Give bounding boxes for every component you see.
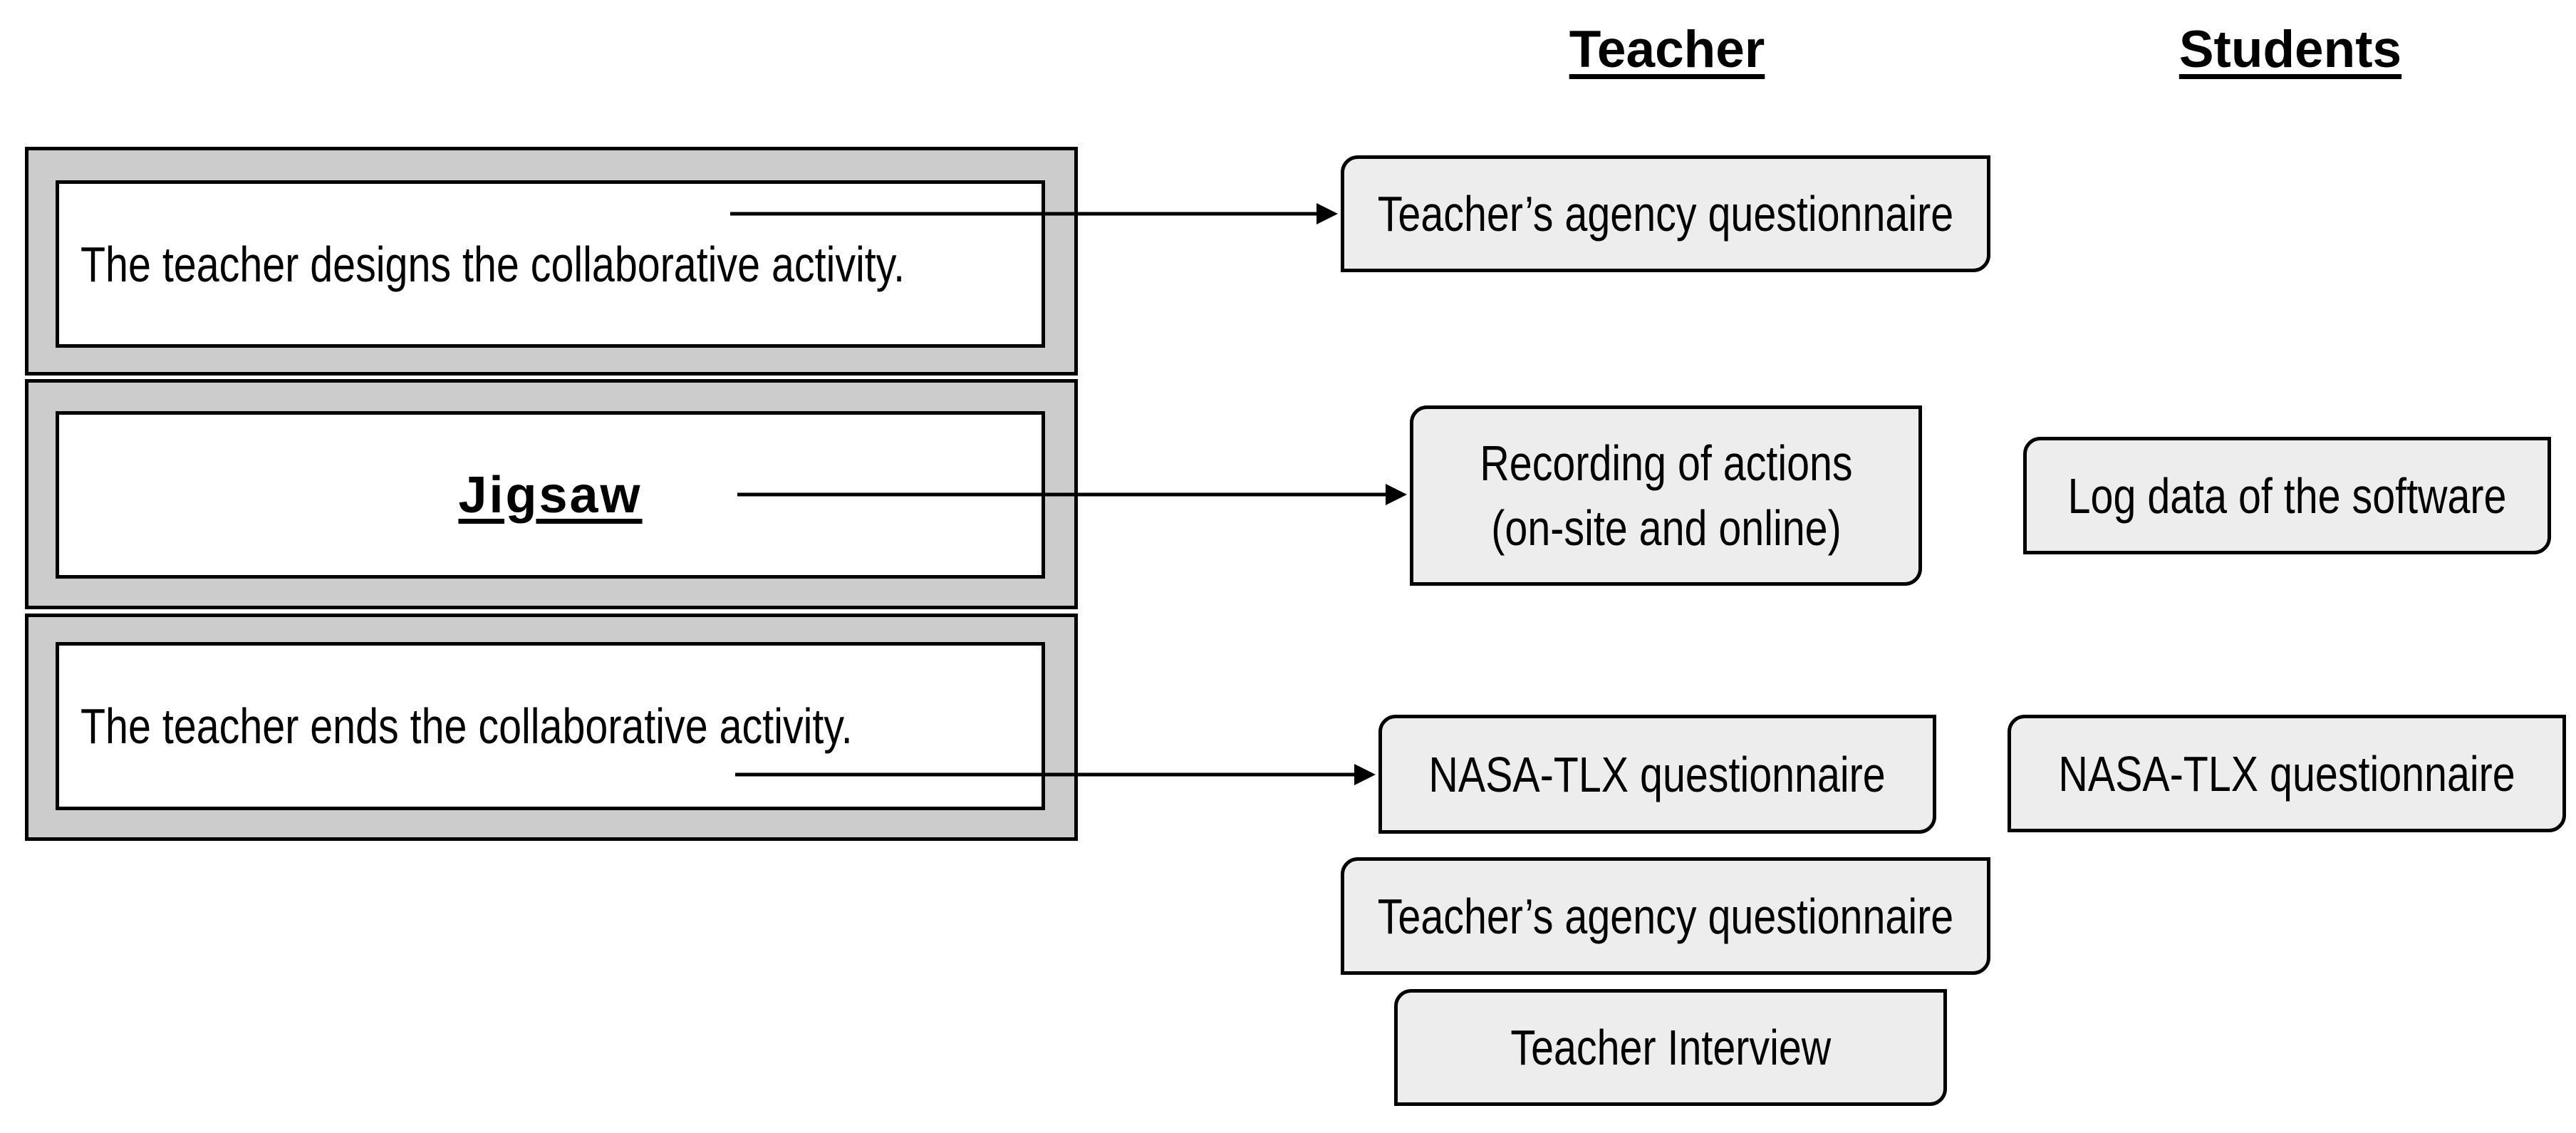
teacher-interview-label: Teacher Interview — [1510, 1020, 1831, 1075]
log-data-software-label: Log data of the software — [2067, 467, 2507, 524]
teacher-nasa-tlx-questionnaire-label: NASA-TLX questionnaire — [1428, 746, 1886, 802]
log-data-software-box: Log data of the software — [2023, 437, 2551, 554]
process-step-designs-activity: The teacher designs the collaborative ac… — [56, 180, 1045, 348]
students-nasa-tlx-questionnaire-label: NASA-TLX questionnaire — [2058, 745, 2515, 802]
teacher-agency-questionnaire-box-top: Teacher’s agency questionnaire — [1341, 155, 1990, 272]
teacher-agency-questionnaire-box-bottom: Teacher’s agency questionnaire — [1341, 857, 1990, 975]
process-step-jigsaw: Jigsaw — [56, 411, 1045, 579]
teacher-column-header: Teacher — [1569, 21, 1765, 78]
teacher-interview-box: Teacher Interview — [1394, 989, 1947, 1106]
teacher-agency-questionnaire-label-bottom: Teacher’s agency questionnaire — [1377, 888, 1954, 944]
students-column-header: Students — [2178, 21, 2402, 78]
process-step-ends-activity: The teacher ends the collaborative activ… — [56, 642, 1045, 810]
process-step-ends-label: The teacher ends the collaborative activ… — [80, 698, 853, 754]
students-nasa-tlx-questionnaire-box: NASA-TLX questionnaire — [2008, 715, 2566, 832]
recording-of-actions-box: Recording of actions (on-site and online… — [1410, 405, 1922, 586]
teacher-nasa-tlx-questionnaire-box: NASA-TLX questionnaire — [1378, 715, 1936, 834]
process-step-designs-label: The teacher designs the collaborative ac… — [80, 236, 905, 292]
teacher-agency-questionnaire-label-top: Teacher’s agency questionnaire — [1377, 186, 1954, 242]
jigsaw-label: Jigsaw — [458, 466, 643, 524]
recording-of-actions-label: Recording of actions (on-site and online… — [1479, 435, 1853, 556]
